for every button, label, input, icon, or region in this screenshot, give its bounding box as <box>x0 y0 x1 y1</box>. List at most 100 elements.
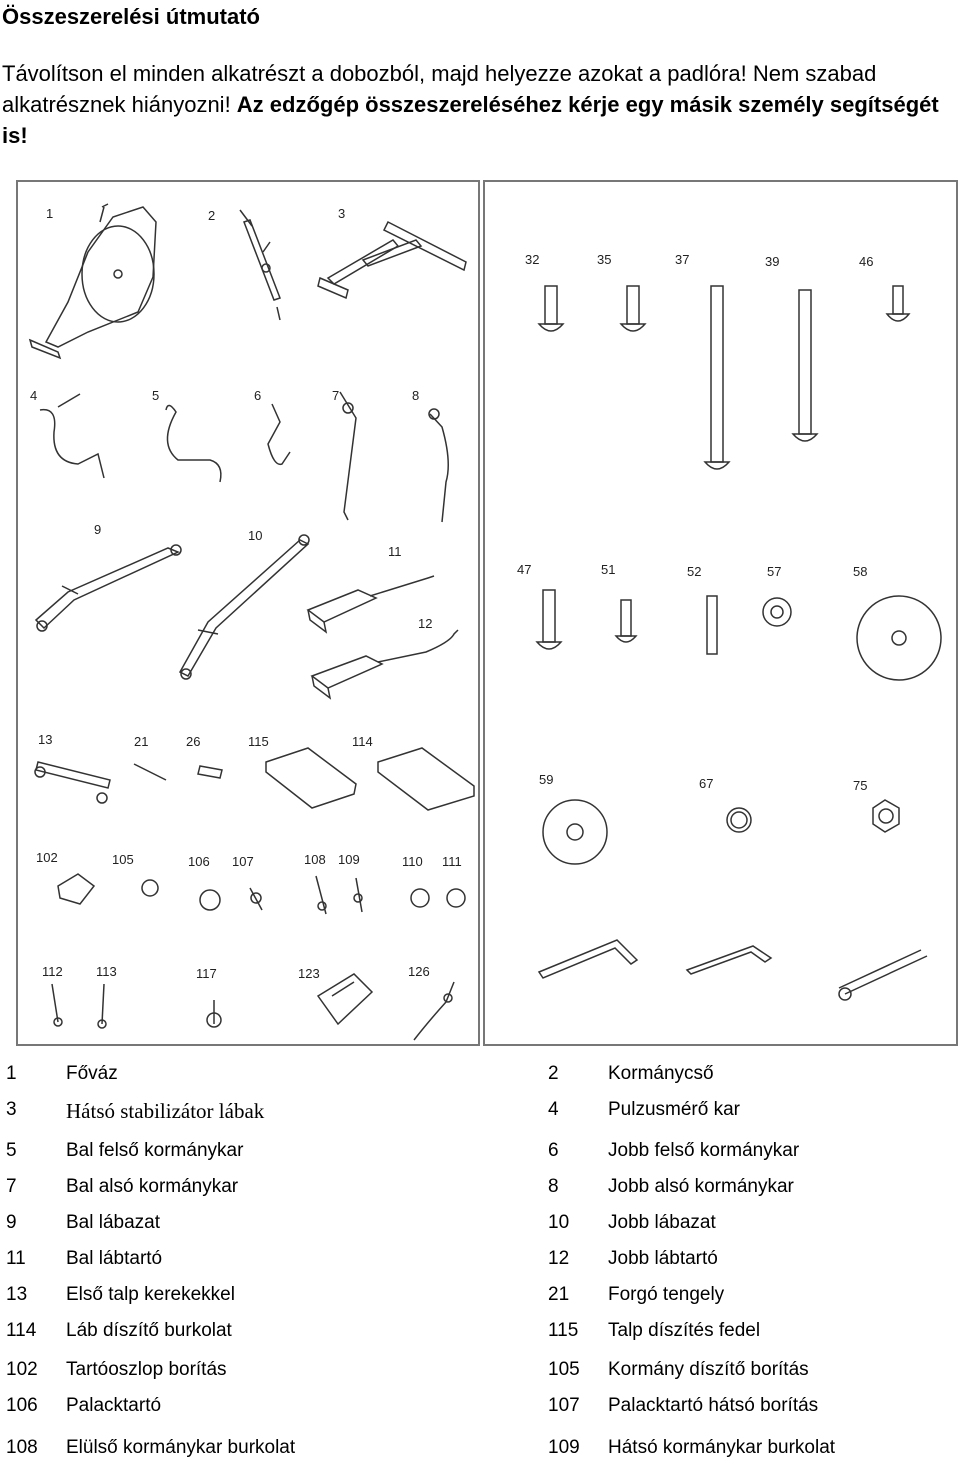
part-label: 113 <box>96 964 117 979</box>
part-name: Kormánycső <box>608 1063 714 1084</box>
part-9-pedal-arm-drawing <box>34 544 182 632</box>
part-number: 106 <box>6 1395 38 1416</box>
part-label: 1 <box>46 206 53 221</box>
intro-warning: Az edzőgép összeszereléséhez kérje egy m… <box>2 92 939 148</box>
part-label: 12 <box>418 616 432 631</box>
part-label: 111 <box>442 854 462 869</box>
part-label: 108 <box>304 852 326 867</box>
part-name: Tartóoszlop borítás <box>66 1359 227 1380</box>
part-label: 106 <box>188 854 210 869</box>
part-name: Első talp kerekekkel <box>66 1284 235 1305</box>
part-number: 13 <box>6 1284 28 1305</box>
hardware-label: 51 <box>601 562 615 577</box>
part-label: 26 <box>186 734 200 749</box>
part-106-drawing <box>199 889 221 911</box>
part-label: 11 <box>388 544 402 559</box>
part-name: Láb díszítő burkolat <box>66 1320 232 1341</box>
part-126-drawing <box>413 981 455 1041</box>
page-title: Összeszerelési útmutató <box>2 4 260 29</box>
washer-59-drawing <box>542 799 608 865</box>
part-label: 126 <box>408 964 430 979</box>
part-number: 1 <box>6 1063 17 1084</box>
part-label: 10 <box>248 528 262 543</box>
part-name: Bal lábazat <box>66 1212 161 1233</box>
part-label: 6 <box>254 388 261 403</box>
hardware-label: 32 <box>525 252 539 267</box>
part-label: 102 <box>36 850 58 865</box>
part-102-drawing <box>57 873 96 905</box>
part-number: 107 <box>548 1395 580 1416</box>
part-name: Forgó tengely <box>608 1284 725 1305</box>
part-113-drawing <box>97 983 107 1029</box>
intro-paragraph: Távolítson el minden alkatrészt a dobozb… <box>2 58 952 151</box>
part-label: 107 <box>232 854 254 869</box>
part-label: 5 <box>152 388 159 403</box>
part-number: 115 <box>548 1320 579 1341</box>
part-label: 109 <box>338 852 360 867</box>
part-name: Bal felső kormánykar <box>66 1140 244 1161</box>
parts-row: 13 Első talp kerekekkel 21 Forgó tengely <box>0 1284 960 1314</box>
washer-57-drawing <box>762 597 792 627</box>
wrench-drawing <box>838 949 928 1001</box>
part-7-drawing <box>339 391 357 521</box>
hardware-label: 52 <box>687 564 701 579</box>
part-6-drawing <box>267 403 291 466</box>
part-number: 6 <box>548 1140 559 1161</box>
hardware-label: 58 <box>853 564 867 579</box>
part-4-drawing <box>39 393 105 479</box>
hardware-label: 35 <box>597 252 611 267</box>
part-123-drawing <box>316 973 374 1026</box>
part-number: 4 <box>548 1099 559 1120</box>
parts-row: 3 Hátsó stabilizátor lábak 4 Pulzusmérő … <box>0 1099 960 1129</box>
parts-row: 1 Főváz 2 Kormánycső <box>0 1063 960 1093</box>
part-name: Hátsó stabilizátor lábak <box>66 1099 265 1123</box>
part-number: 7 <box>6 1176 17 1197</box>
part-label: 3 <box>338 206 345 221</box>
bolt-52-drawing <box>706 595 718 655</box>
part-number: 8 <box>548 1176 559 1197</box>
parts-row: 11 Bal lábtartó 12 Jobb lábtartó <box>0 1248 960 1278</box>
part-110-drawing <box>410 888 430 908</box>
washer-67-drawing <box>726 807 752 833</box>
bolt-47-drawing <box>535 589 563 650</box>
part-number: 11 <box>6 1248 26 1269</box>
bolt-37-drawing <box>703 285 731 470</box>
part-name: Bal alsó kormánykar <box>66 1176 239 1197</box>
part-107-drawing <box>249 887 263 911</box>
bolt-51-drawing <box>614 599 638 643</box>
part-number: 105 <box>548 1359 580 1380</box>
parts-diagram-right: 32 35 37 39 46 47 51 52 57 58 59 67 75 <box>483 180 958 1046</box>
parts-row: 9 Bal lábazat 10 Jobb lábazat <box>0 1212 960 1242</box>
bolt-35-drawing <box>619 285 647 332</box>
part-name: Kormány díszítő borítás <box>608 1359 809 1380</box>
part-105-drawing <box>141 879 159 897</box>
part-1-main-frame-drawing <box>28 203 157 360</box>
hardware-label: 39 <box>765 254 779 269</box>
part-name: Palacktartó hátsó borítás <box>608 1395 819 1416</box>
washer-58-drawing <box>856 595 942 681</box>
part-label: 112 <box>42 964 63 979</box>
bolt-32-drawing <box>537 285 565 332</box>
part-name: Jobb felső kormánykar <box>608 1140 800 1161</box>
parts-row: 7 Bal alsó kormánykar 8 Jobb alsó kormán… <box>0 1176 960 1206</box>
part-114-drawing <box>377 747 475 811</box>
part-number: 2 <box>548 1063 559 1084</box>
part-number: 5 <box>6 1140 17 1161</box>
part-5-drawing <box>165 404 222 483</box>
part-number: 9 <box>6 1212 17 1233</box>
part-26-drawing <box>197 765 223 779</box>
nut-75-drawing <box>872 799 900 833</box>
part-number: 102 <box>6 1359 38 1380</box>
bolt-46-drawing <box>885 285 911 322</box>
part-name: Pulzusmérő kar <box>608 1099 740 1120</box>
part-name: Elülső kormánykar burkolat <box>66 1437 296 1458</box>
part-11-foot-pedal-drawing <box>306 575 435 634</box>
hex-key-small-drawing <box>685 945 773 975</box>
part-name: Palacktartó <box>66 1395 162 1416</box>
part-2-tube-drawing <box>239 209 281 321</box>
part-label: 2 <box>208 208 215 223</box>
bolt-39-drawing <box>791 289 819 442</box>
hardware-label: 59 <box>539 772 553 787</box>
parts-drawing-left: 1 2 3 4 5 6 7 8 9 10 11 12 13 21 26 115 … <box>28 203 475 1041</box>
part-name: Főváz <box>66 1063 118 1084</box>
